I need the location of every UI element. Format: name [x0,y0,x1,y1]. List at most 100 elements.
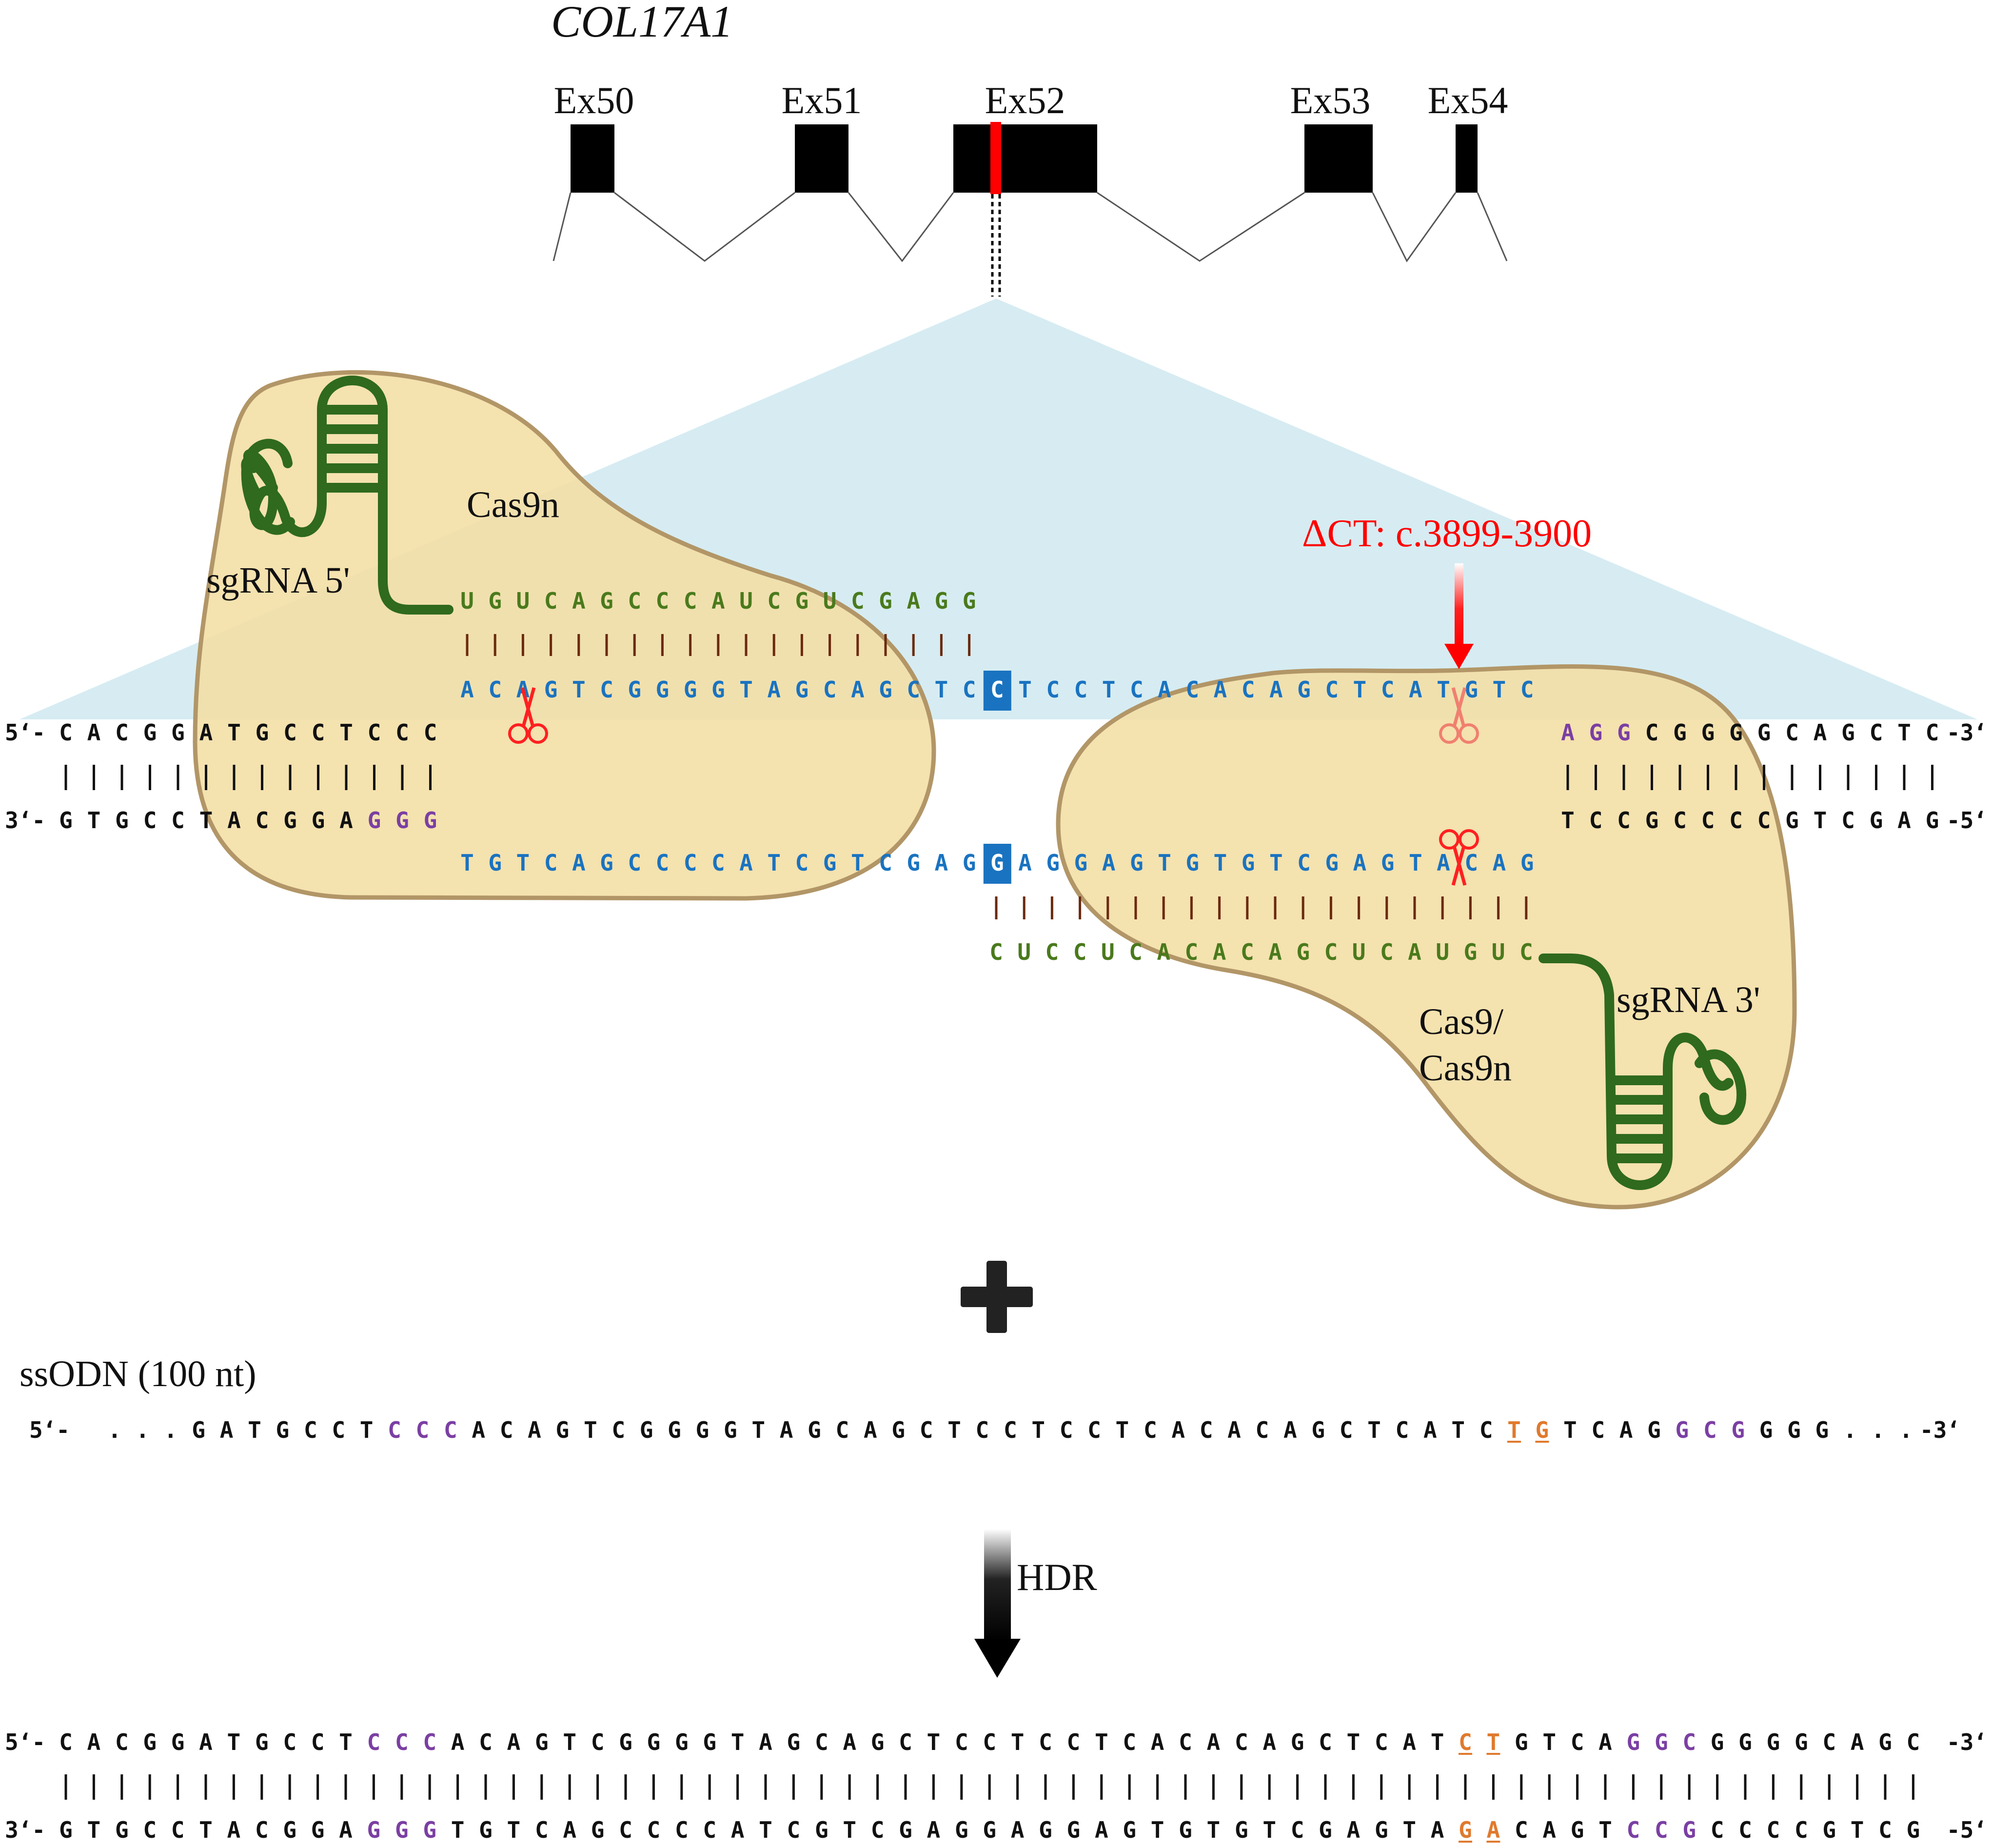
nucleotide: T [1116,1417,1129,1443]
nucleotide: T [199,1817,213,1843]
nucleotide: C [1682,1729,1696,1755]
nucleotide: A [1268,939,1282,965]
nucleotide: T [199,807,213,834]
nucleotide: C [1767,1817,1780,1843]
gene-structure: COL17A1 Ex50 Ex51 Ex52 Ex53 Ex54 [551,0,1508,297]
nucleotide: G [143,719,157,746]
nucleotide: G [171,1729,185,1755]
nucleotide: T [227,1729,241,1755]
nucleotide: T [767,850,781,876]
zoom-dotted-lines [991,194,1001,297]
nucleotide: T [927,1729,941,1755]
nucleotide: G [192,1417,205,1443]
nucleotide: T [751,1417,765,1443]
nucleotide: G [963,588,976,614]
plus-icon [961,1261,1033,1333]
nucleotide: C [1073,939,1087,965]
nucleotide: G [1655,1729,1668,1755]
sgrna-5-hairpin-loop [241,438,295,535]
nucleotide: A [451,1729,465,1755]
nucleotide: C [488,676,502,703]
nucleotide: C [1074,676,1088,703]
sgrna-3-label: sgRNA 3' [1617,979,1760,1020]
nucleotide: C [1757,807,1771,834]
nucleotide: C [444,1417,457,1443]
nucleotide: T [1409,850,1422,876]
nucleotide: C [1655,1817,1668,1843]
exon-51-box [795,124,848,193]
nucleotide: . [164,1417,178,1443]
nucleotide: U [739,588,753,614]
nucleotide: C [1381,676,1395,703]
nucleotide: T [1031,1417,1045,1443]
nucleotide: U [823,588,837,614]
nucleotide: G [600,588,613,614]
nucleotide: G [1759,1417,1773,1443]
nucleotide: C [1144,1417,1157,1443]
nucleotide: T [1431,1729,1444,1755]
nucleotide: G [1645,807,1659,834]
nucleotide: G [1311,1417,1325,1443]
nucleotide: C [423,1729,436,1755]
nucleotide: A [1561,719,1575,746]
nucleotide: T [584,1417,597,1443]
nucleotide: C [59,719,73,746]
nucleotide: C [1241,939,1254,965]
nucleotide: C [815,1729,828,1755]
nucleotide: C [388,1417,401,1443]
nucleotide: C [871,1817,885,1843]
nucleotide: G [808,1417,821,1443]
nucleotide: G [311,1817,325,1843]
nucleotide: C [115,719,129,746]
top-right-suffix: -3‘ [1947,719,1987,746]
nucleotide: C [143,1817,157,1843]
nucleotide: C [1926,719,1939,746]
nucleotide: G [1617,719,1631,746]
nucleotide: C [823,676,837,703]
nucleotide: G [907,850,920,876]
nucleotide: C [1645,719,1659,746]
nucleotide: G [963,850,976,876]
nucleotide: C [171,807,185,834]
nucleotide: T [339,1729,353,1755]
nucleotide: T [1018,676,1032,703]
nucleotide: T [731,1729,745,1755]
nucleotide: C [395,719,409,746]
nucleotide: C [424,719,437,746]
nucleotide: C [1045,939,1059,965]
nucleotide: T [227,719,241,746]
nucleotide: G [488,588,502,614]
nucleotide: G [1589,719,1603,746]
nucleotide: C [311,1729,325,1755]
nucleotide: C [989,939,1003,965]
nucleotide: C [1479,1417,1493,1443]
nucleotide: C [907,676,920,703]
nucleotide: G [787,1729,801,1755]
nucleotide: C [332,1417,345,1443]
nucleotide: C [1235,1729,1248,1755]
nucleotide: U [1101,939,1115,965]
nucleotide: G [1682,1817,1696,1843]
nucleotide: T [339,719,353,746]
nucleotide: C [1291,1817,1304,1843]
nucleotide: G [1515,1729,1528,1755]
nucleotide: T [1437,676,1450,703]
nucleotide: A [1431,1817,1444,1843]
nucleotide: G [276,1417,290,1443]
nucleotide: G [696,1417,710,1443]
nucleotide: A [1408,939,1421,965]
sgrna-5-pairing [466,634,971,656]
nucleotide: G [640,1417,653,1443]
nucleotide: T [572,676,586,703]
nucleotide: C [787,1817,801,1843]
cas9-label-line2: Cas9n [1419,1048,1512,1089]
nucleotide: G [1381,850,1395,876]
nucleotide: C [1627,1817,1640,1843]
nucleotide: T [1598,1817,1612,1843]
nucleotide: G [1074,850,1088,876]
sgrna-3-pairing [995,896,1528,919]
